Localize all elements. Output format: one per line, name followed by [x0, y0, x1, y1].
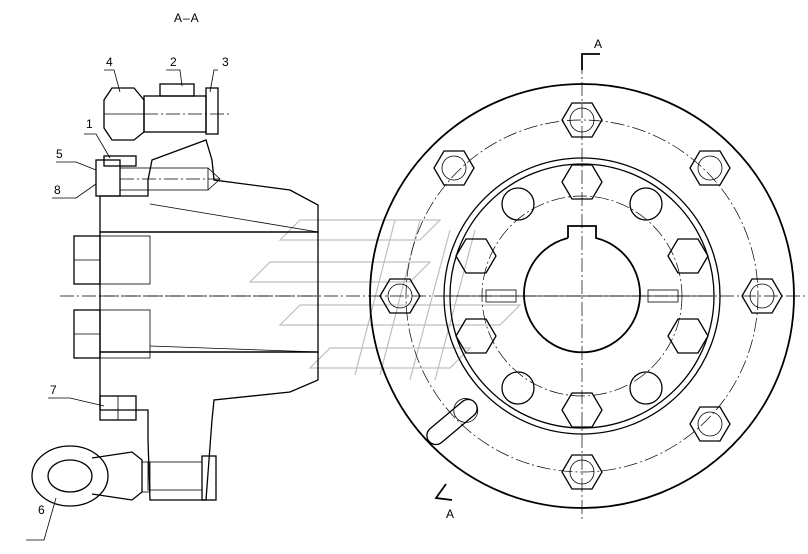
watermark-logo: [248, 219, 522, 381]
section-mark-top: A: [594, 37, 602, 51]
section-mark-bottom: A: [446, 507, 454, 521]
callout-3: 3: [222, 55, 229, 69]
callout-7: 7: [50, 383, 57, 397]
outer-bolts: [379, 102, 783, 490]
callout-8: 8: [54, 183, 61, 197]
callout-4: 4: [106, 55, 113, 69]
callout-2: 2: [170, 55, 177, 69]
inner-bolts: [455, 164, 709, 428]
eye-bolt-end: [426, 398, 479, 446]
end-view: [369, 53, 795, 520]
callout-5: 5: [56, 147, 63, 161]
section-view: [31, 83, 808, 507]
leaders: [26, 69, 218, 541]
section-title: A–A: [174, 11, 200, 25]
callout-6: 6: [38, 503, 45, 517]
callout-1: 1: [86, 117, 93, 131]
